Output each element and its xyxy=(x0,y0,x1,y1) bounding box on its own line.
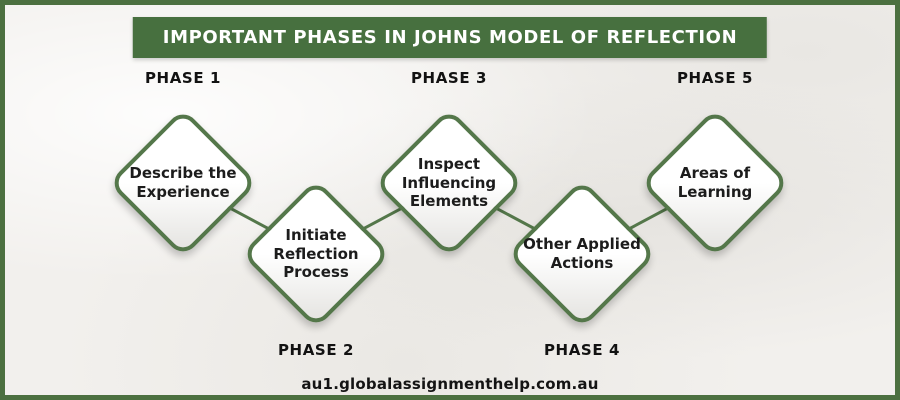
phase-1-label: PHASE 1 xyxy=(144,69,222,87)
phase-2-text: Initiate Reflection Process xyxy=(273,225,359,282)
title-banner: IMPORTANT PHASES IN JOHNS MODEL OF REFLE… xyxy=(132,17,768,58)
phase-4-label: PHASE 4 xyxy=(543,341,621,359)
phase-5-label: PHASE 5 xyxy=(676,69,754,87)
phase-1-text: Describe the Experience xyxy=(129,164,237,201)
phase-3-text: Inspect Influencing Elements xyxy=(401,154,497,211)
website-url: au1.globalassignmenthelp.com.au xyxy=(301,375,599,393)
phase-4-text: Other Applied Actions xyxy=(523,235,641,272)
phase-3-label: PHASE 3 xyxy=(410,69,488,87)
phase-5-text: Areas of Learning xyxy=(677,164,753,201)
phase-2-label: PHASE 2 xyxy=(277,341,355,359)
